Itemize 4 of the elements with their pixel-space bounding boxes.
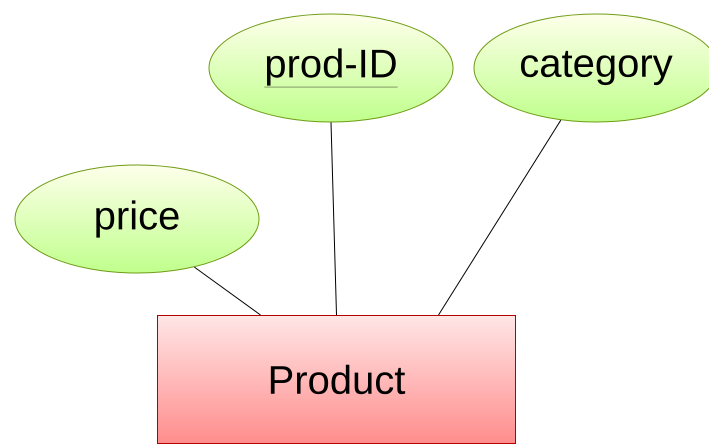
entity-box: Product [157, 315, 516, 444]
connector-line [330, 122, 337, 316]
connector-line [194, 266, 261, 316]
connector-line [438, 120, 562, 316]
